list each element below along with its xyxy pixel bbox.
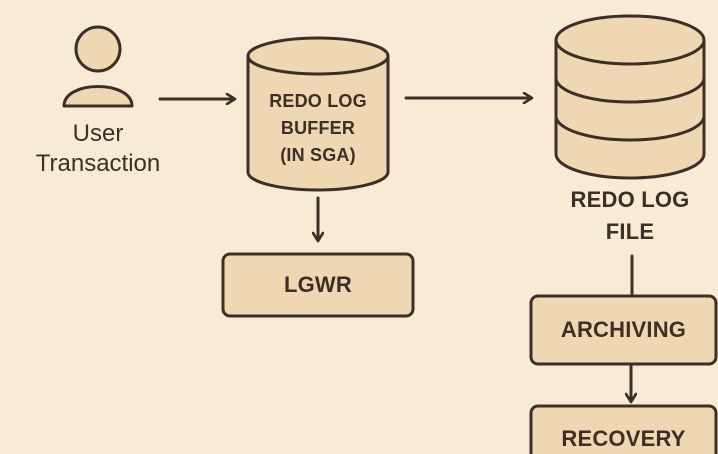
file-label-line1: REDO LOG (570, 187, 690, 212)
user-label-line1: User (72, 120, 124, 147)
buffer-label-line1: REDO LOG (269, 91, 367, 111)
user-label-line2: Transaction (35, 150, 161, 177)
user-icon (62, 25, 134, 108)
buffer-label-line2: BUFFER (280, 118, 356, 138)
buffer-label-line3: (IN SGA) (280, 145, 356, 165)
lgwr-box (221, 252, 415, 318)
user-transaction-label: User Transaction (10, 119, 186, 179)
archiving-box (529, 294, 718, 366)
redo-log-buffer-label: REDO LOG BUFFER (IN SGA) (248, 88, 388, 169)
recovery-box (529, 404, 718, 454)
archiving-label: ARCHIVING (560, 317, 687, 342)
file-label-line2: FILE (605, 219, 655, 244)
recovery-label: RECOVERY (561, 426, 686, 451)
redo-log-file-database-icon (554, 14, 706, 180)
redo-log-buffer-cylinder (246, 36, 390, 192)
redo-log-file-label: REDO LOG FILE (545, 184, 715, 248)
lgwr-label: LGWR (283, 272, 352, 297)
